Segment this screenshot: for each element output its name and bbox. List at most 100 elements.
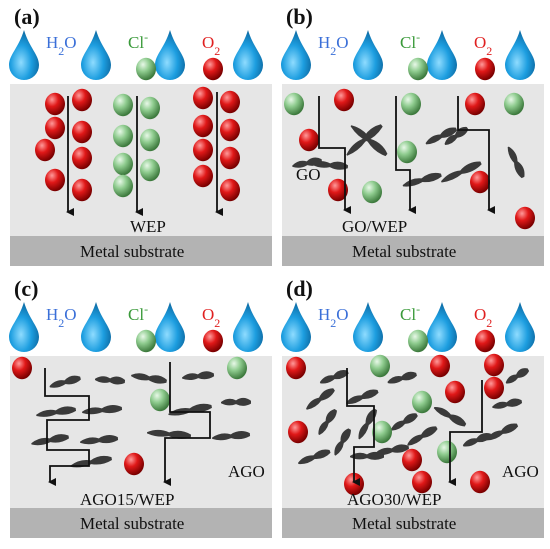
panel-tag: (d) [286, 276, 313, 301]
oxygen-molecule [72, 146, 92, 170]
graphene-flake [387, 371, 417, 384]
chloride-ion [113, 174, 133, 198]
oxygen-molecule [470, 170, 490, 194]
water-drop-icon [155, 302, 185, 352]
graphene-flake [298, 449, 331, 465]
filler-label: AGO [228, 462, 265, 481]
graphene-flake [146, 429, 192, 439]
chloride-ion [227, 356, 247, 380]
graphene-flake [311, 161, 349, 170]
graphene-flake [350, 451, 384, 460]
filler-label: GO [296, 165, 321, 184]
oxygen-molecule [72, 120, 92, 144]
graphene-flake [462, 433, 492, 447]
oxygen-molecule [12, 356, 32, 380]
graphene-flake [492, 398, 523, 409]
graphene-flake [94, 376, 126, 385]
h2o-label: H2O [46, 305, 77, 330]
oxygen-molecule [484, 353, 504, 377]
graphene-flake [358, 408, 377, 440]
oxygen-molecule [220, 178, 240, 202]
diffusion-path-arrow [346, 368, 375, 486]
graphene-flake [221, 397, 251, 406]
chloride-label: Cl- [128, 302, 148, 324]
filler-label: AGO [502, 462, 539, 481]
oxygen-molecule [220, 146, 240, 170]
oxygen-molecule [484, 376, 504, 400]
metal-substrate [10, 508, 272, 538]
chloride-ion [140, 158, 160, 182]
water-drop-icon [505, 30, 535, 80]
chloride-label: Cl- [128, 30, 148, 52]
chloride-ion [504, 92, 524, 116]
chloride-ion [150, 388, 170, 412]
chloride-label: Cl- [400, 30, 420, 52]
oxygen-molecule [193, 164, 213, 188]
graphene-flake [49, 375, 81, 388]
oxygen-label: O2 [474, 33, 492, 58]
oxygen-molecule [45, 116, 65, 140]
metal-substrate [282, 508, 544, 538]
diffusion-path-arrow [395, 96, 416, 214]
substrate-label: Metal substrate [80, 514, 184, 533]
graphene-flake [391, 413, 418, 431]
oxygen-molecule [299, 128, 319, 152]
chloride-ion [113, 93, 133, 117]
chloride-ion [136, 57, 156, 81]
oxygen-molecule [45, 168, 65, 192]
diffusion-path-arrow [457, 96, 495, 214]
oxygen-label: O2 [202, 33, 220, 58]
water-drop-icon [233, 302, 263, 352]
water-drop-icon [9, 30, 39, 80]
water-drop-icon [281, 30, 311, 80]
oxygen-molecule [465, 92, 485, 116]
oxygen-molecule [288, 420, 308, 444]
coating-label: AGO30/WEP [347, 490, 441, 509]
water-drop-icon [427, 302, 457, 352]
water-drop-icon [9, 302, 39, 352]
oxygen-molecule [193, 86, 213, 110]
graphene-flake [375, 444, 410, 455]
chloride-ion [140, 128, 160, 152]
graphene-flake [131, 373, 167, 384]
oxygen-molecule [72, 178, 92, 202]
graphene-flake [505, 368, 530, 384]
graphene-flake [507, 146, 525, 179]
water-drop-icon [81, 302, 111, 352]
graphene-flake [346, 389, 379, 405]
chloride-ion [113, 124, 133, 148]
graphene-flake [82, 405, 123, 415]
graphene-flake [425, 127, 458, 145]
oxygen-molecule [203, 329, 223, 353]
diffusion-path-arrow [163, 362, 211, 486]
oxygen-molecule [430, 354, 450, 378]
chloride-ion [412, 390, 432, 414]
oxygen-molecule [220, 90, 240, 114]
chloride-ion [140, 96, 160, 120]
panel-tag: (c) [14, 276, 38, 301]
chloride-ion [437, 440, 457, 464]
chloride-ion [401, 92, 421, 116]
chloride-ion [372, 420, 392, 444]
water-drop-icon [427, 30, 457, 80]
water-drop-icon [281, 302, 311, 352]
water-drop-icon [155, 30, 185, 80]
oxygen-molecule [35, 138, 55, 162]
oxygen-molecule [412, 470, 432, 494]
graphene-flake [346, 124, 383, 156]
coating-label: WEP [130, 217, 166, 236]
water-drop-icon [505, 302, 535, 352]
chloride-ion [113, 152, 133, 176]
oxygen-molecule [220, 118, 240, 142]
graphene-flake [433, 406, 467, 427]
graphene-flake [319, 370, 349, 384]
chloride-ion [136, 329, 156, 353]
oxygen-molecule [470, 470, 490, 494]
oxygen-molecule [475, 329, 495, 353]
coating-label: AGO15/WEP [80, 490, 174, 509]
